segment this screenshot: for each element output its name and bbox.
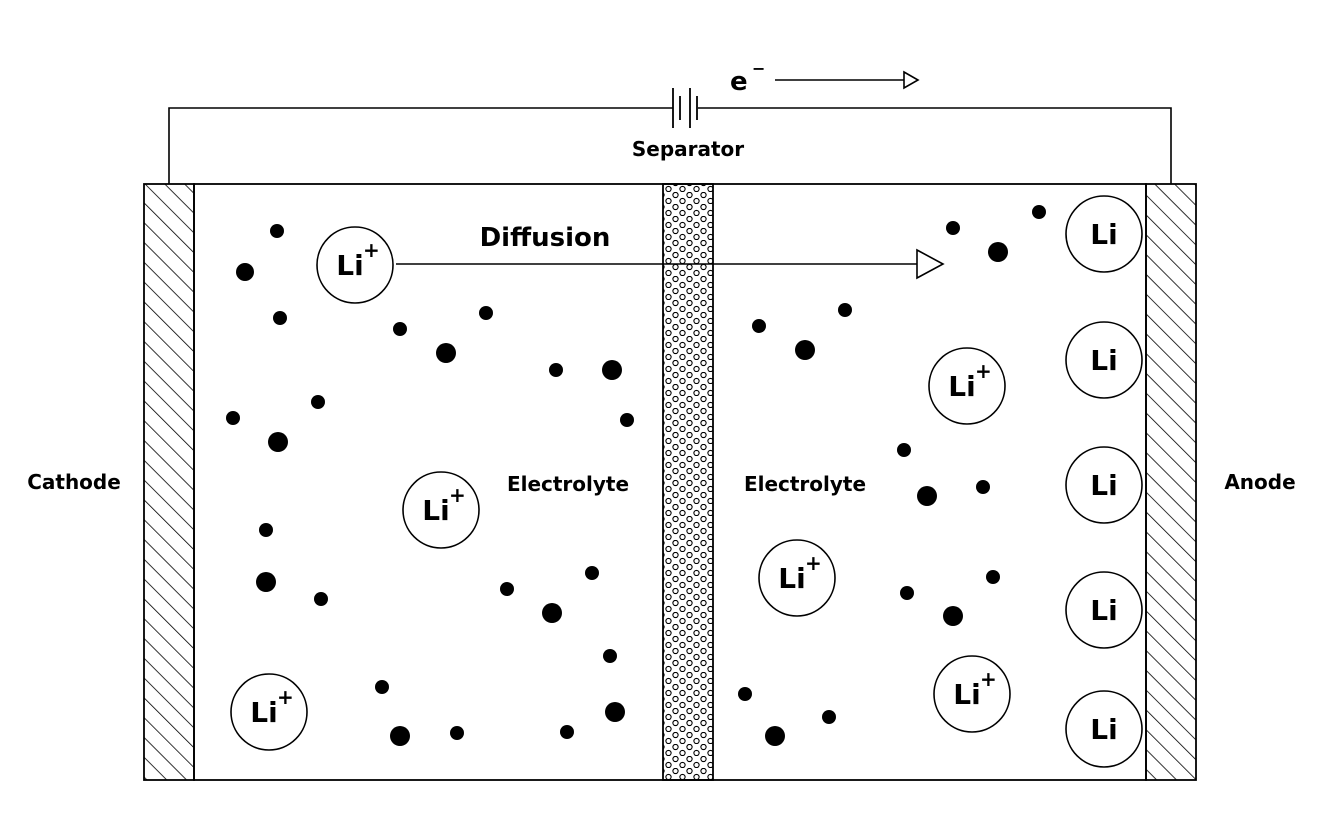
electrolyte-label-left: Electrolyte (507, 472, 629, 496)
lithium-metal-atom: Li (1065, 571, 1143, 649)
electrolyte-particle (500, 582, 514, 596)
lithium-ion-circle (758, 539, 836, 617)
lithium-ion-charge: + (449, 483, 466, 507)
lithium-metal-atom-symbol: Li (1090, 344, 1117, 377)
separator-label: Separator (632, 137, 744, 161)
lithium-metal-atom-symbol: Li (1090, 713, 1117, 746)
electrolyte-particle (270, 224, 284, 238)
electrolyte-particle (603, 649, 617, 663)
electrolyte-particle (479, 306, 493, 320)
diffusion-label: Diffusion (480, 223, 611, 253)
electron-label: e (730, 67, 748, 97)
lithium-ion-symbol: Li (336, 249, 363, 282)
lithium-ion: Li+ (402, 471, 480, 549)
lithium-ion-charge: + (277, 685, 294, 709)
lithium-metal-atom-circle (1065, 321, 1143, 399)
electrolyte-particle (986, 570, 1000, 584)
electrolyte-particle (393, 322, 407, 336)
electron-charge-label: − (752, 59, 765, 78)
lithium-ion-charge: + (980, 667, 997, 691)
electrolyte-particle (822, 710, 836, 724)
electrolyte-particle (259, 523, 273, 537)
lithium-metal-atom-symbol: Li (1090, 594, 1117, 627)
electrolyte-label-right: Electrolyte (744, 472, 866, 496)
lithium-ions: Li+Li+Li+Li+Li+Li+ (230, 226, 1011, 751)
electrolyte-particle (917, 486, 937, 506)
electrolyte-particle (375, 680, 389, 694)
lithium-ion: Li+ (230, 673, 308, 751)
electrolyte-particle (311, 395, 325, 409)
lithium-metal-atom: Li (1065, 690, 1143, 768)
electrolyte-particle (314, 592, 328, 606)
diffusion-arrow-icon (396, 248, 945, 280)
lithium-metal-atom: Li (1065, 195, 1143, 273)
electrolyte-particle (549, 363, 563, 377)
lithium-ion-circle (933, 655, 1011, 733)
electrolyte-particle (585, 566, 599, 580)
lithium-ion-charge: + (805, 551, 822, 575)
lithium-ion-circle (928, 347, 1006, 425)
lithium-ion-circle (402, 471, 480, 549)
lithium-ion-symbol: Li (953, 678, 980, 711)
lithium-ion: Li+ (928, 347, 1006, 425)
anode-label: Anode (1224, 470, 1295, 494)
electrolyte-particle (765, 726, 785, 746)
lithium-ion-symbol: Li (778, 562, 805, 595)
lithium-ion-charge: + (363, 238, 380, 262)
lithium-ion: Li+ (758, 539, 836, 617)
electrolyte-particle (943, 606, 963, 626)
electrolyte-particle (390, 726, 410, 746)
cathode-label: Cathode (27, 470, 121, 494)
electrolyte-particles (226, 205, 1046, 746)
lithium-ion-charge: + (975, 359, 992, 383)
external-circuit-wire-right (698, 107, 1172, 184)
electrolyte-particle (602, 360, 622, 380)
electrolyte-particle (605, 702, 625, 722)
electrolyte-particle (900, 586, 914, 600)
electrolyte-particle (226, 411, 240, 425)
lithium-metal-atom-symbol: Li (1090, 469, 1117, 502)
external-circuit-wire (168, 107, 673, 184)
electrolyte-particle (273, 311, 287, 325)
cathode-electrode (143, 183, 195, 781)
electrolyte-particle (450, 726, 464, 740)
lithium-metal-atom-circle (1065, 446, 1143, 524)
lithium-ion: Li+ (316, 226, 394, 304)
electrolyte-particle (897, 443, 911, 457)
lithium-metal-atom-circle (1065, 195, 1143, 273)
electrolyte-particle (620, 413, 634, 427)
electrolyte-particle (752, 319, 766, 333)
lithium-metal-atom: Li (1065, 321, 1143, 399)
electrolyte-particle (256, 572, 276, 592)
lithium-ion: Li+ (933, 655, 1011, 733)
electrolyte-particle (976, 480, 990, 494)
electrolyte-particle (795, 340, 815, 360)
lithium-metal-atom: Li (1065, 446, 1143, 524)
lithium-metal-atom-circle (1065, 571, 1143, 649)
electrolyte-particle (436, 343, 456, 363)
electrolyte-particle (542, 603, 562, 623)
electrolyte-particle (946, 221, 960, 235)
electrolyte-particle (738, 687, 752, 701)
electrolyte-particle (236, 263, 254, 281)
electrolyte-particle (268, 432, 288, 452)
lithium-ion-symbol: Li (948, 370, 975, 403)
lithium-metal-atom-symbol: Li (1090, 218, 1117, 251)
separator-membrane (662, 183, 714, 781)
electron-flow-arrow-icon (775, 70, 920, 90)
electrolyte-particle (1032, 205, 1046, 219)
electrolyte-particle (838, 303, 852, 317)
battery-symbol-icon (672, 88, 698, 128)
lithium-ion-symbol: Li (250, 696, 277, 729)
lithium-ion-symbol: Li (422, 494, 449, 527)
lithium-metal-atom-circle (1065, 690, 1143, 768)
electrolyte-particle (560, 725, 574, 739)
lithium-ion-circle (230, 673, 308, 751)
electrolyte-particle (988, 242, 1008, 262)
lithium-ion-circle (316, 226, 394, 304)
anode-electrode (1145, 183, 1197, 781)
